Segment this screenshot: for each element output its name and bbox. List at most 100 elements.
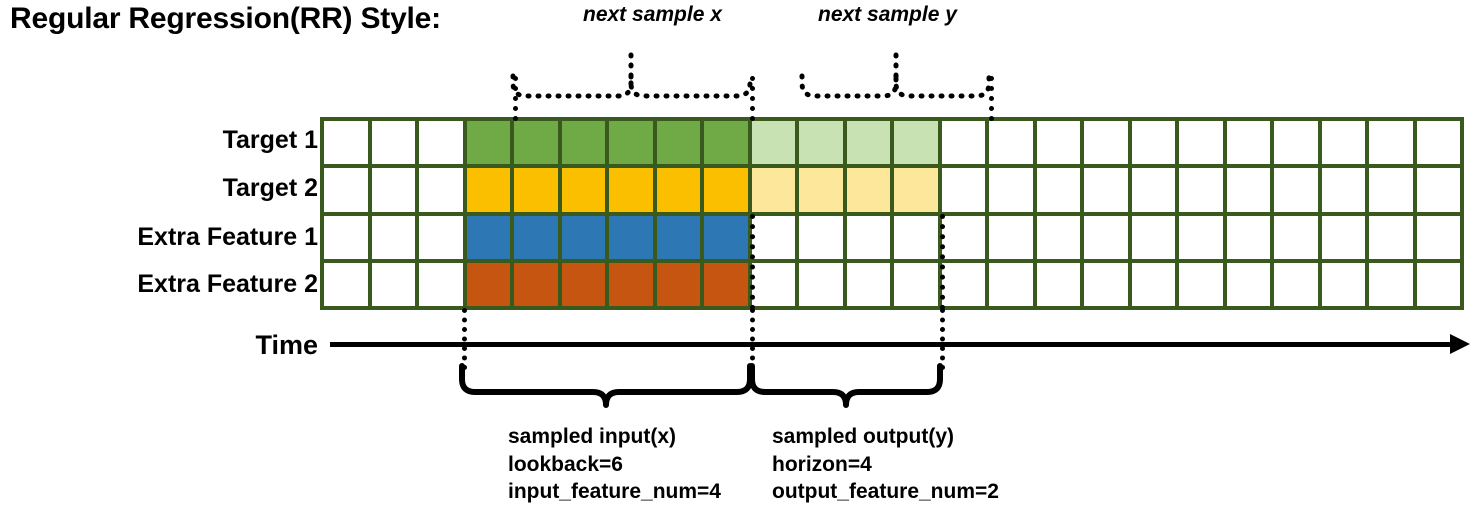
grid-cell-r0-c11 (846, 121, 890, 165)
grid-cell-r2-c23 (1416, 215, 1460, 259)
guide-output-block-right-edge (940, 214, 945, 310)
timeseries-grid (320, 117, 1464, 310)
caption-output-line1: sampled output(y) (772, 425, 954, 448)
grid-cell-r3-c8 (704, 262, 748, 306)
guide-input-start-bottom (462, 308, 467, 370)
grid-cell-r2-c8 (704, 215, 748, 259)
grid-cell-r1-c3 (466, 168, 510, 212)
grid-cell-r2-c0 (324, 215, 368, 259)
grid-cell-r0-c1 (371, 121, 415, 165)
grid-cell-r3-c20 (1274, 262, 1318, 306)
grid-cell-r1-c15 (1036, 168, 1080, 212)
grid-cell-r1-c19 (1226, 168, 1270, 212)
grid-cell-r1-c21 (1321, 168, 1365, 212)
row-label-extra-feature-1: Extra Feature 1 (137, 223, 318, 251)
grid-cell-r2-c15 (1036, 215, 1080, 259)
grid-cell-r3-c4 (514, 262, 558, 306)
grid-cell-r2-c7 (656, 215, 700, 259)
grid-cell-r0-c22 (1369, 121, 1413, 165)
grid-cell-r2-c10 (799, 215, 843, 259)
grid-cell-r3-c17 (1131, 262, 1175, 306)
grid-cell-r0-c9 (751, 121, 795, 165)
grid-cell-r0-c19 (1226, 121, 1270, 165)
grid-cell-r2-c1 (371, 215, 415, 259)
grid-cell-r1-c7 (656, 168, 700, 212)
grid-cell-r0-c12 (894, 121, 938, 165)
grid-cell-r0-c6 (609, 121, 653, 165)
grid-cell-r3-c1 (371, 262, 415, 306)
grid-cell-r0-c0 (324, 121, 368, 165)
grid-cell-r1-c12 (894, 168, 938, 212)
grid-cell-r3-c12 (894, 262, 938, 306)
label-next-sample-y: next sample y (818, 3, 957, 26)
grid-cell-r3-c13 (941, 262, 985, 306)
grid-cell-r2-c17 (1131, 215, 1175, 259)
page-title: Regular Regression(RR) Style: (10, 2, 441, 35)
grid-cell-r3-c15 (1036, 262, 1080, 306)
guide-output-end-top (989, 76, 994, 121)
grid-cell-r2-c12 (894, 215, 938, 259)
grid-cell-r3-c22 (1369, 262, 1413, 306)
grid-cell-r0-c3 (466, 121, 510, 165)
grid-cell-r1-c13 (941, 168, 985, 212)
grid-cell-r0-c18 (1179, 121, 1223, 165)
caption-input-line1: sampled input(x) (508, 425, 677, 448)
grid-cell-r1-c4 (514, 168, 558, 212)
grid-cell-r2-c21 (1321, 215, 1365, 259)
top-brace-x (510, 73, 753, 99)
bottom-brace-input (459, 363, 753, 408)
row-label-extra-feature-2: Extra Feature 2 (137, 270, 318, 298)
grid-cell-r1-c8 (704, 168, 748, 212)
time-axis-arrow-icon (1450, 334, 1470, 354)
grid-cell-r1-c14 (989, 168, 1033, 212)
row-label-target-1: Target 1 (222, 126, 318, 154)
grid-cell-r2-c20 (1274, 215, 1318, 259)
grid-cell-r3-c3 (466, 262, 510, 306)
grid-cell-r1-c10 (799, 168, 843, 212)
grid-cell-r3-c14 (989, 262, 1033, 306)
grid-cell-r0-c13 (941, 121, 985, 165)
grid-cell-r1-c20 (1274, 168, 1318, 212)
grid-cell-r0-c14 (989, 121, 1033, 165)
bottom-brace-output (749, 363, 943, 408)
grid-cell-r0-c20 (1274, 121, 1318, 165)
time-axis-label: Time (255, 330, 318, 360)
guide-input-start-top (513, 76, 518, 121)
grid-cell-r0-c23 (1416, 121, 1460, 165)
grid-cell-r1-c2 (419, 168, 463, 212)
grid-cell-r2-c22 (1369, 215, 1413, 259)
grid-cell-r3-c10 (799, 262, 843, 306)
guide-input-block-right-edge (750, 214, 755, 310)
grid-cell-r0-c10 (799, 121, 843, 165)
grid-cell-r0-c2 (419, 121, 463, 165)
grid-cell-r3-c7 (656, 262, 700, 306)
grid-cell-r3-c19 (1226, 262, 1270, 306)
grid-cell-r2-c6 (609, 215, 653, 259)
grid-cell-r3-c23 (1416, 262, 1460, 306)
grid-cell-r2-c2 (419, 215, 463, 259)
caption-sampled-input: sampled input(x) lookback=6 input_featur… (508, 423, 721, 506)
caption-input-line3: input_feature_num=4 (508, 480, 721, 504)
grid-cell-r2-c9 (751, 215, 795, 259)
grid-cell-r1-c18 (1179, 168, 1223, 212)
grid-cell-r1-c5 (561, 168, 605, 212)
grid-cell-r3-c0 (324, 262, 368, 306)
grid-cell-r3-c6 (609, 262, 653, 306)
grid-cell-r3-c18 (1179, 262, 1223, 306)
guide-output-end-bottom (940, 308, 945, 370)
grid-cell-r0-c21 (1321, 121, 1365, 165)
row-label-target-2: Target 2 (222, 174, 318, 202)
grid-cell-r3-c11 (846, 262, 890, 306)
guide-input-end-top (750, 76, 755, 121)
grid-cell-r1-c0 (324, 168, 368, 212)
grid-cell-r0-c8 (704, 121, 748, 165)
grid-cell-r2-c19 (1226, 215, 1270, 259)
grid-cell-r0-c7 (656, 121, 700, 165)
grid-cell-r0-c5 (561, 121, 605, 165)
grid-cell-r0-c4 (514, 121, 558, 165)
grid-cell-r1-c16 (1084, 168, 1128, 212)
grid-cell-r1-c11 (846, 168, 890, 212)
grid-cell-r1-c1 (371, 168, 415, 212)
grid-cell-r3-c5 (561, 262, 605, 306)
grid-cell-r0-c15 (1036, 121, 1080, 165)
